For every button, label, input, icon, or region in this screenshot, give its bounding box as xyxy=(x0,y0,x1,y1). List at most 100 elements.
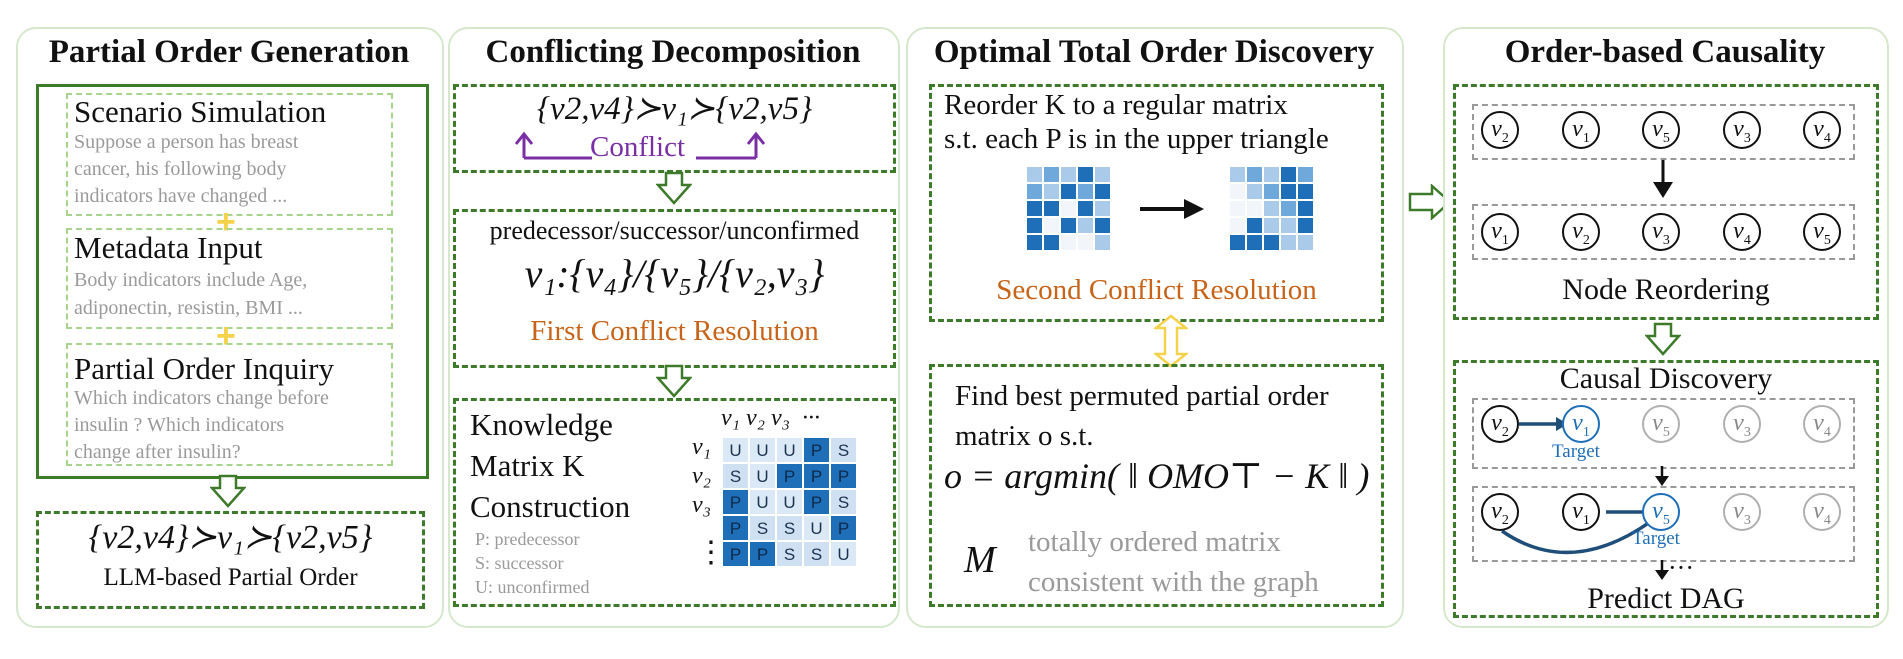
heat-cell xyxy=(1246,217,1263,234)
panel-title: Conflicting Decomposition xyxy=(485,34,861,70)
target-label: Target xyxy=(1552,441,1600,462)
heat-cell xyxy=(1043,166,1060,183)
conflict-formula: {v2,v4}≻v₁≻{v2,v5} xyxy=(536,91,813,127)
panel-conflicting-decomposition xyxy=(448,27,900,628)
inquiry-box xyxy=(66,343,393,466)
panel-title: Order-based Causality xyxy=(1504,34,1826,70)
graph-node: v4 xyxy=(1803,493,1841,531)
heat-cell xyxy=(1094,234,1111,251)
right-arrow-icon xyxy=(1140,199,1204,219)
heat-cell xyxy=(1297,200,1314,217)
heat-cell xyxy=(1077,183,1094,200)
matrix-cell: S xyxy=(830,489,857,515)
heat-cell xyxy=(1060,234,1077,251)
row-after xyxy=(1472,204,1855,260)
causal-discovery-label: Causal Discovery xyxy=(1559,362,1773,395)
matrix-row-label: v₂ xyxy=(692,463,711,489)
heat-cell xyxy=(1094,217,1111,234)
graph-node: v2 xyxy=(1562,213,1600,251)
heat-cell xyxy=(1229,217,1246,234)
matrix-cell: U xyxy=(803,515,830,541)
down-arrow-icon xyxy=(656,171,692,205)
graph-node: v3 xyxy=(1723,493,1761,531)
graph-node: v4 xyxy=(1723,213,1761,251)
graph-node: v3 xyxy=(1723,405,1761,443)
ordered-matrix xyxy=(1229,166,1314,251)
graph-node: v5 xyxy=(1803,213,1841,251)
matrix-cell: S xyxy=(776,541,803,567)
heat-cell xyxy=(1026,183,1043,200)
inquiry-title: Partial Order Inquiry xyxy=(74,351,334,386)
order-label: LLM-based Partial Order xyxy=(103,564,358,591)
down-arrow-icon xyxy=(656,364,692,398)
more-dots: ··· xyxy=(1668,553,1694,582)
heat-cell xyxy=(1280,217,1297,234)
graph-node: v5 xyxy=(1642,405,1680,443)
knowledge-box xyxy=(453,398,896,607)
right-arrow-icon xyxy=(1408,184,1452,220)
heat-cell xyxy=(1246,166,1263,183)
graph-node: v5 xyxy=(1642,493,1680,531)
heat-cell xyxy=(1077,200,1094,217)
graph-node: v2 xyxy=(1481,405,1519,443)
reorder-box xyxy=(929,84,1384,322)
metadata-box xyxy=(66,228,393,329)
matrix-cell: P xyxy=(830,515,857,541)
matrix-cell: S xyxy=(776,515,803,541)
metadata-text: Body indicators include Age,adiponectin,… xyxy=(74,269,308,319)
heat-cell xyxy=(1246,200,1263,217)
metadata-title: Metadata Input xyxy=(74,230,263,265)
matrix-cell: S xyxy=(803,541,830,567)
heat-cell xyxy=(1060,217,1077,234)
matrix-cell: S xyxy=(749,515,776,541)
heat-cell xyxy=(1263,166,1280,183)
heat-cell xyxy=(1077,166,1094,183)
matrix-cell: U xyxy=(776,489,803,515)
heat-cell xyxy=(1263,217,1280,234)
heat-cell xyxy=(1043,183,1060,200)
heat-cell xyxy=(1026,200,1043,217)
heat-cell xyxy=(1060,166,1077,183)
matrix-row-label: ⋮ xyxy=(696,536,726,569)
m-symbol: M xyxy=(964,539,996,581)
matrix-cell: P xyxy=(722,515,749,541)
heat-cell xyxy=(1280,183,1297,200)
pred-label: predecessor/successor/unconfirmed xyxy=(489,216,860,245)
heat-cell xyxy=(1263,183,1280,200)
heat-cell xyxy=(1094,183,1111,200)
heat-cell xyxy=(1060,200,1077,217)
graph-node: v1 xyxy=(1562,493,1600,531)
heat-cell xyxy=(1280,234,1297,251)
scenario-box xyxy=(66,93,393,216)
heat-cell xyxy=(1026,234,1043,251)
matrix-cell: S xyxy=(722,463,749,489)
matrix-cell: U xyxy=(749,463,776,489)
matrix-cell: P xyxy=(776,463,803,489)
matrix-cell: U xyxy=(722,437,749,463)
heat-cell xyxy=(1297,166,1314,183)
matrix-cell: P xyxy=(722,489,749,515)
graph-node: v3 xyxy=(1642,213,1680,251)
heat-cell xyxy=(1280,200,1297,217)
matrix-cell: P xyxy=(803,437,830,463)
double-arrow-icon xyxy=(1154,314,1188,368)
graph-node: v1 xyxy=(1481,213,1519,251)
reordering-box xyxy=(1453,84,1879,320)
heat-cell xyxy=(1297,234,1314,251)
matrix-cell: U xyxy=(830,541,857,567)
matrix-col-header: v₁ v₂ v₃ ··· xyxy=(721,405,820,431)
heat-cell xyxy=(1263,200,1280,217)
conflict-box xyxy=(453,84,896,173)
llm-order-box xyxy=(36,511,425,609)
heat-cell xyxy=(1026,217,1043,234)
causal-box xyxy=(1453,360,1879,618)
matrix-cell: S xyxy=(830,437,857,463)
graph-node: v4 xyxy=(1803,405,1841,443)
graph-node: v2 xyxy=(1481,493,1519,531)
